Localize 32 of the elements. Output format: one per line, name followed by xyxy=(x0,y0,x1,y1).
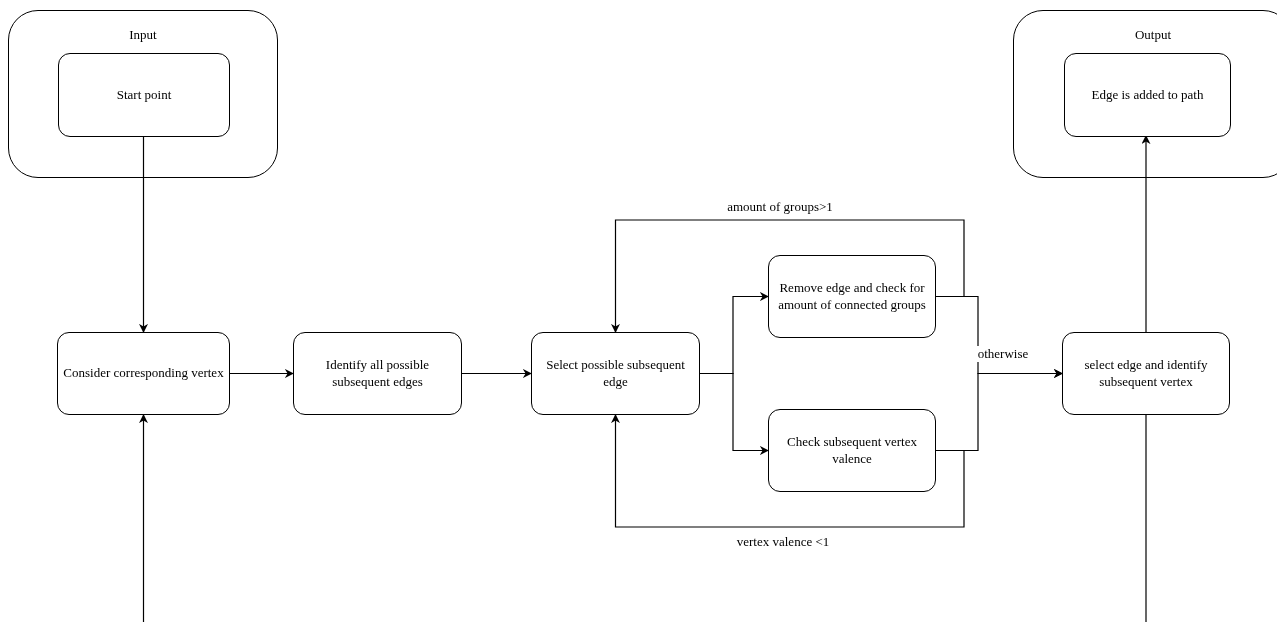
process-box xyxy=(293,332,462,415)
connector-line xyxy=(1145,414,1147,622)
edge-label: otherwise xyxy=(975,346,1031,362)
process-box xyxy=(57,332,230,415)
container-box xyxy=(1013,10,1277,178)
arrow xyxy=(935,369,1063,452)
box-label: select edge and identify subsequent vertex xyxy=(1083,357,1209,390)
arrow xyxy=(229,369,294,378)
arrow xyxy=(699,372,769,455)
arrow xyxy=(461,369,532,378)
arrow xyxy=(611,219,965,333)
container-box xyxy=(8,10,278,178)
arrow xyxy=(1141,135,1151,333)
process-box xyxy=(1064,53,1231,137)
process-box xyxy=(531,332,700,415)
process-box xyxy=(58,53,230,137)
box-label: Edge is added to path xyxy=(1090,86,1205,104)
box-label: Identify all possible subsequent edges xyxy=(324,357,431,390)
process-box xyxy=(1062,332,1230,415)
process-box xyxy=(768,409,936,492)
arrow xyxy=(139,414,148,622)
group-title: Input xyxy=(128,27,158,44)
arrow xyxy=(139,135,148,333)
box-label: Start point xyxy=(115,86,173,104)
box-label: Consider corresponding vertex xyxy=(62,365,225,382)
box-label: Remove edge and check for amount of connected groups xyxy=(777,280,927,313)
arrow xyxy=(611,414,965,528)
box-label: Select possible subsequent edge xyxy=(545,357,686,390)
edge-label: amount of groups>1 xyxy=(725,199,835,215)
box-label: Check subsequent vertex valence xyxy=(786,434,918,467)
group-title: Output xyxy=(1133,27,1173,44)
process-box xyxy=(768,255,936,338)
